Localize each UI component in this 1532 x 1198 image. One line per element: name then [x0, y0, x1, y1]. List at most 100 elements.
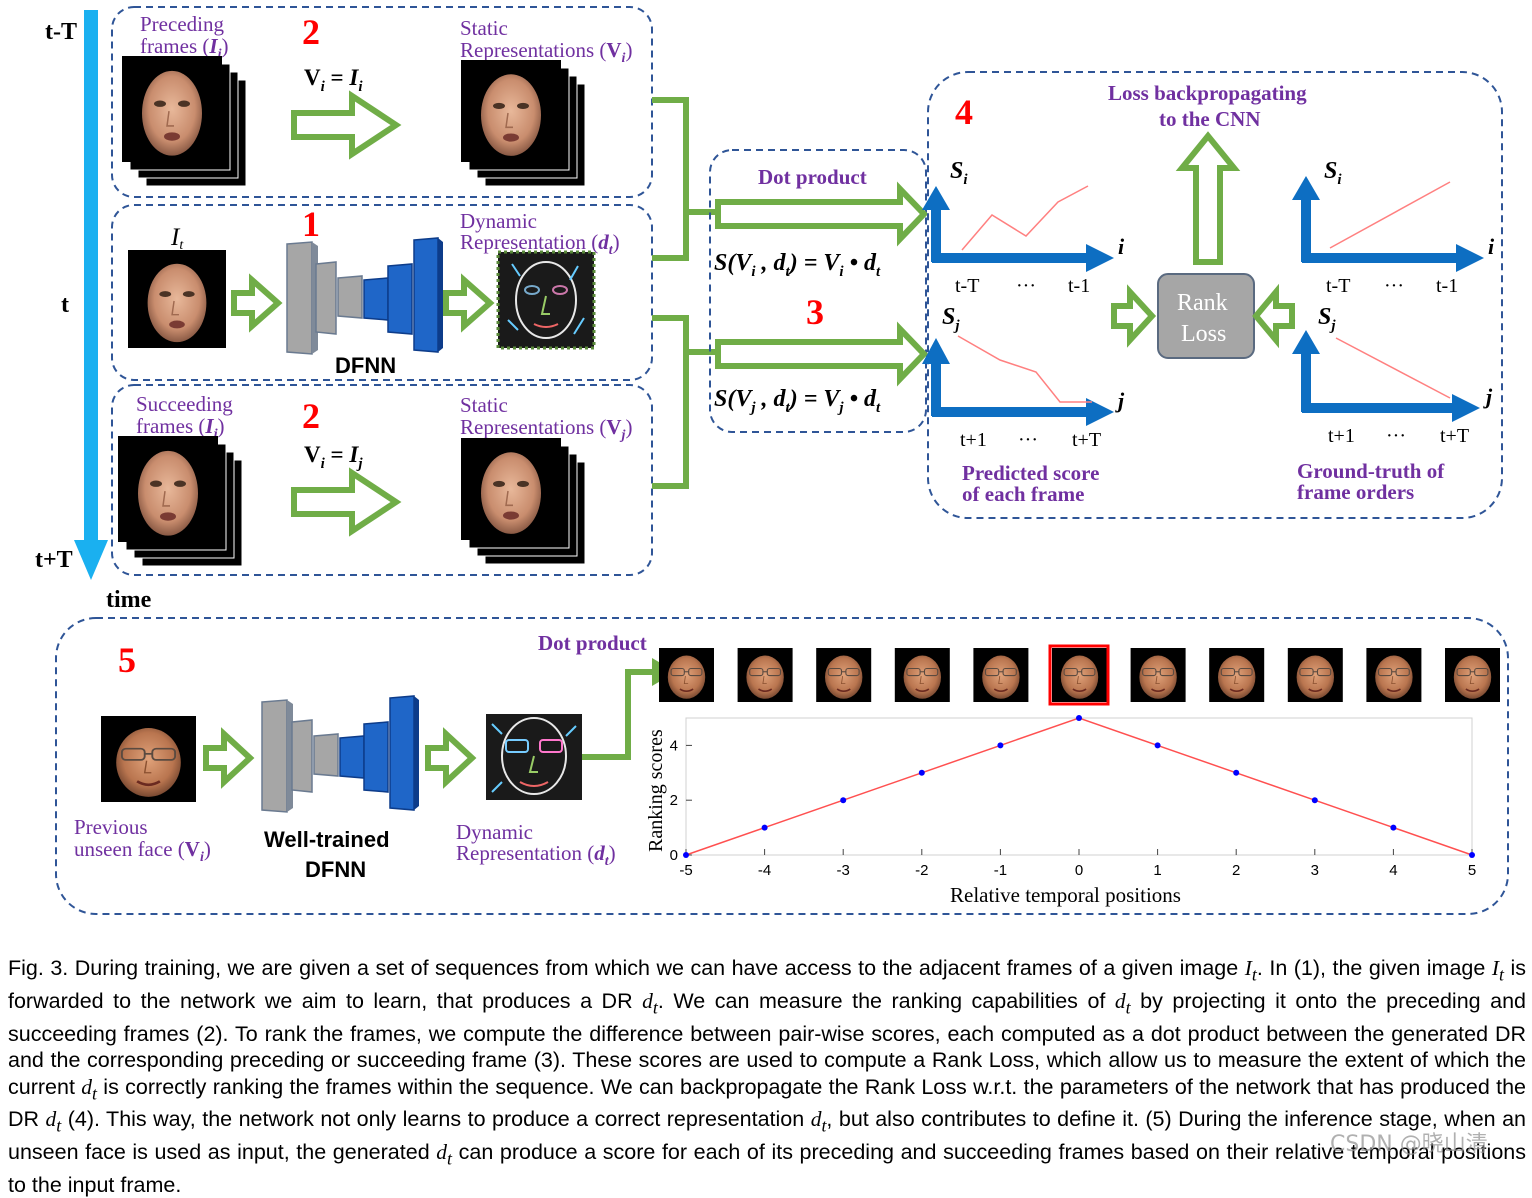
- gt-top-tick-0: t-T: [1326, 275, 1350, 297]
- chart-x-tick-label: 2: [1232, 862, 1240, 879]
- succeeding-step-number: 2: [302, 396, 320, 436]
- dot-green-arrow-top: [715, 181, 929, 247]
- dynamic-representation-image: [496, 250, 596, 350]
- gt-bottom-tick-1: ···: [1386, 425, 1406, 447]
- well-trained-label-line2: DFNN: [305, 857, 366, 882]
- inference-frame: [658, 647, 715, 703]
- inference-frame: [893, 647, 951, 703]
- pred-bottom-x-label: j: [1115, 388, 1125, 413]
- ground-truth-bottom-plot: Sj j t+1 ··· t+T: [1292, 304, 1493, 447]
- succeeding-frames-label-line1: Succeeding: [136, 392, 233, 416]
- inference-frame: [1365, 647, 1423, 703]
- predicted-caption-line2: of each frame: [962, 482, 1084, 506]
- chart-data-point: [1154, 742, 1161, 749]
- succeeding-green-arrow: [291, 467, 402, 537]
- preceding-frames-label-line2: frames (Ii): [140, 34, 228, 62]
- chart-data-point: [1076, 715, 1082, 721]
- inference-frame-row: [658, 644, 1501, 706]
- chart-x-tick-label: -2: [915, 862, 928, 879]
- inference-dynamic-representation-image: [486, 714, 582, 800]
- pred-bottom-y-label: Sj: [942, 304, 960, 334]
- timeline-start-label: t-T: [45, 19, 77, 45]
- dot-product-title: Dot product: [758, 165, 867, 189]
- succeeding-equation: Vi = Ij: [304, 442, 363, 472]
- unseen-face-label-line2: unseen face (Vi): [74, 837, 211, 865]
- gt-bottom-y-label: Sj: [1318, 304, 1336, 334]
- timeline-axis-label: time: [106, 587, 152, 613]
- current-input-label: It: [170, 224, 184, 253]
- chart-plot-area: [685, 717, 1473, 856]
- backprop-label-line1: Loss backpropagating: [1108, 81, 1307, 105]
- gt-top-tick-2: t-1: [1436, 275, 1458, 297]
- ground-truth-caption-line2: frame orders: [1297, 480, 1414, 504]
- chart-y-axis-label: Ranking scores: [645, 729, 667, 852]
- chart-x-tick-label: 4: [1389, 862, 1397, 879]
- rank-loss-label-line1: Rank: [1177, 290, 1228, 316]
- chart-data-point: [1233, 769, 1240, 776]
- succeeding-output-line1: Static: [460, 393, 508, 417]
- well-trained-label-line1: Well-trained: [264, 827, 390, 852]
- preceding-frames-box: Preceding frames (Ii) 2 Vi = Ii Static R…: [111, 6, 653, 198]
- rank-input-arrow-right: [1252, 283, 1295, 349]
- chart-x-tick-label: -4: [758, 862, 771, 879]
- static-representations-stack-j: [460, 437, 586, 565]
- pred-bottom-tick-2: t+T: [1072, 429, 1101, 451]
- chart-x-tick-label: 5: [1468, 862, 1476, 879]
- inference-green-connector: [582, 669, 658, 760]
- inference-box: 5 Previous unseen face (Vi) Well-trained…: [55, 617, 1509, 915]
- chart-y-tick-label: 4: [670, 737, 678, 754]
- dot-product-box: Dot product S(Vi , dt) = Vi • dt 3 S(Vj …: [709, 149, 929, 433]
- current-green-arrow-1: [231, 273, 283, 333]
- chart-x-tick-label: 1: [1153, 862, 1161, 879]
- dot-step-number: 3: [806, 292, 824, 332]
- pred-top-tick-1: ···: [1016, 275, 1036, 297]
- gt-top-tick-1: ···: [1384, 275, 1404, 297]
- dfnn-network-icon: [286, 237, 443, 355]
- chart-data-point: [761, 824, 768, 831]
- preceding-equation: Vi = Ii: [304, 65, 363, 95]
- dfnn-label: DFNN: [335, 353, 396, 378]
- inference-green-arrow-1: [203, 727, 255, 789]
- backprop-up-arrow: [1175, 131, 1241, 265]
- gt-bottom-x-label: j: [1483, 384, 1493, 409]
- inference-frame: [1444, 647, 1501, 703]
- ground-truth-caption-line1: Ground-truth of: [1297, 459, 1445, 483]
- chart-series-line: [685, 717, 1473, 856]
- current-green-arrow-2: [443, 273, 495, 333]
- chart-x-tick-label: 3: [1311, 862, 1319, 879]
- watermark: CSDN @晓山清: [1330, 1132, 1488, 1157]
- dot-box-border: [709, 149, 927, 433]
- pred-bottom-tick-1: ···: [1018, 429, 1038, 451]
- succeeding-frames-label-line2: frames (Ij): [136, 414, 224, 442]
- preceding-output-line2: Representations (Vi): [460, 38, 632, 66]
- inference-output-line2: Representation (dt): [456, 841, 616, 869]
- ground-truth-top-plot: Si i t-T ··· t-1: [1292, 158, 1495, 297]
- unseen-face-label-line1: Previous: [74, 815, 148, 839]
- current-input-face: [127, 249, 227, 349]
- current-output-line1: Dynamic: [460, 209, 537, 233]
- current-step-number: 1: [302, 204, 320, 244]
- chart-x-tick-label: -1: [994, 862, 1007, 879]
- backprop-label-line2: to the CNN: [1159, 107, 1260, 131]
- inference-output-line1: Dynamic: [456, 820, 533, 844]
- loss-box-border: [927, 71, 1503, 519]
- timeline-bar: [84, 10, 98, 548]
- inference-frame-highlighted: [1048, 644, 1110, 706]
- well-trained-dfnn-icon: [261, 695, 419, 813]
- gt-bottom-tick-0: t+1: [1328, 425, 1355, 447]
- succeeding-output-line2: Representations (Vj): [460, 415, 632, 443]
- predicted-score-top-plot: Si i t-T ··· t-1: [922, 158, 1125, 297]
- predicted-caption-line1: Predicted score: [962, 461, 1099, 485]
- preceding-output-line1: Static: [460, 16, 508, 40]
- dot-green-arrow-bottom: [715, 321, 929, 387]
- succeeding-box-border: [111, 384, 653, 576]
- timeline-arrowhead: [74, 540, 108, 580]
- rank-input-arrow-left: [1111, 284, 1157, 348]
- training-inference-diagram: t-T t t+T time Preceding frames (Ii) 2 V…: [35, 6, 1509, 915]
- chart-x-tick-label: 0: [1075, 862, 1083, 879]
- current-output-line2: Representation (dt): [460, 230, 620, 258]
- chart-data-point: [840, 797, 847, 804]
- dot-equation-j: S(Vj , dt) = Vj • dt: [714, 386, 881, 416]
- chart-data-point: [683, 852, 689, 858]
